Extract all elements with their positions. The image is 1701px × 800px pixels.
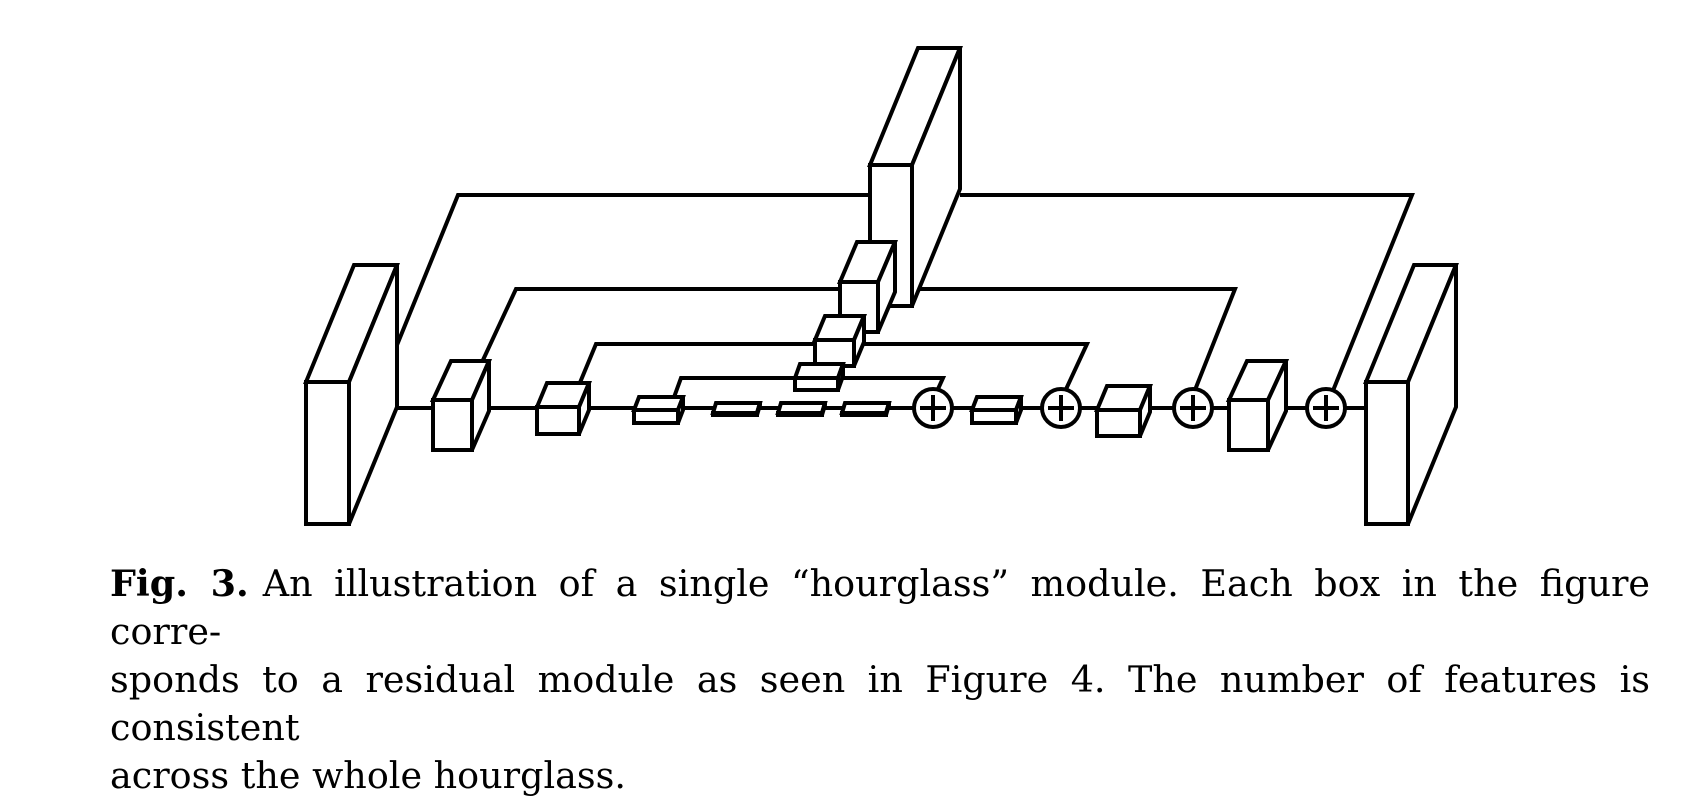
skip-line-4-left: [671, 376, 795, 401]
output-block: [1363, 263, 1459, 526]
add-node-3: [1172, 387, 1214, 429]
add-node-1: [912, 387, 954, 429]
skip-line-outer-right: [960, 193, 1415, 409]
down-block-3: [631, 395, 686, 425]
figure-label: Fig. 3.: [110, 562, 249, 605]
skip-block-2: [836, 240, 899, 334]
bottleneck-block-2: [775, 401, 828, 417]
up-block-2: [1094, 384, 1153, 438]
input-block: [303, 263, 400, 526]
caption-text-1: An illustration of a single “hourglass” …: [110, 562, 1650, 653]
caption-line-3: across the whole hourglass.: [110, 754, 626, 797]
skip-line-2-right: [912, 287, 1238, 396]
skip-block-3: [812, 314, 867, 368]
skip-line-2-left: [481, 287, 840, 361]
up-block-3: [1225, 359, 1290, 452]
down-block-1: [429, 359, 493, 452]
skip-line-3-right: [857, 342, 1091, 401]
hourglass-module-diagram: [303, 46, 1459, 526]
skip-line-3-left: [577, 342, 815, 386]
add-node-4: [1305, 387, 1347, 429]
skip-connections: [395, 193, 1415, 409]
caption-line-1: Fig. 3.An illustration of a single “hour…: [110, 560, 1650, 656]
skip-block-4: [792, 362, 846, 392]
up-block-1: [969, 395, 1024, 425]
bottleneck-block-3: [839, 401, 892, 417]
figure-caption: Fig. 3.An illustration of a single “hour…: [110, 560, 1650, 800]
skip-line-outer: [395, 193, 870, 346]
bottleneck-block-1: [710, 401, 763, 417]
down-block-2: [534, 381, 592, 436]
add-node-2: [1040, 387, 1082, 429]
caption-line-2: sponds to a residual module as seen in F…: [110, 658, 1650, 749]
